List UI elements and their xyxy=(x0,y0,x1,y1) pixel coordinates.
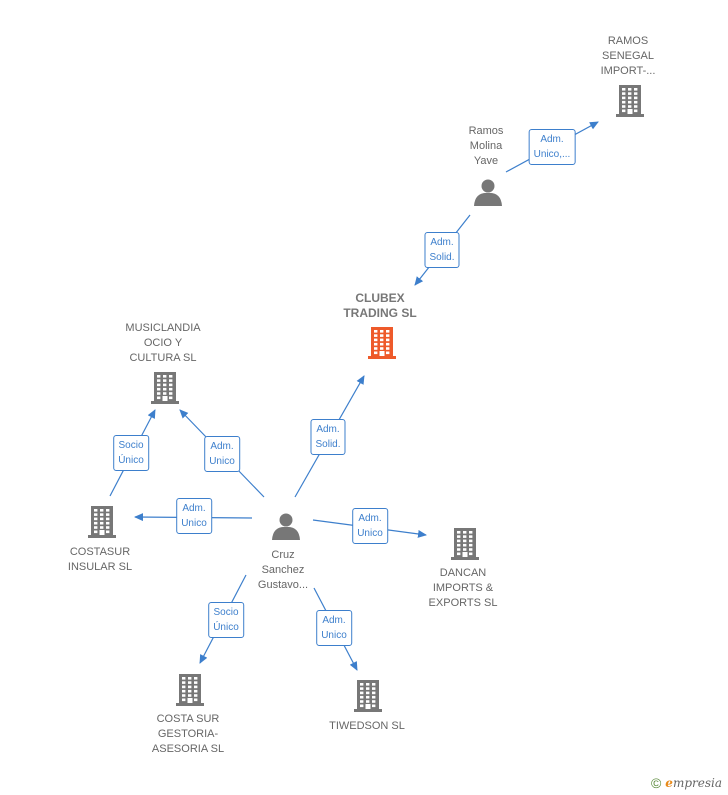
node-label-musiclandia[interactable]: MUSICLANDIA OCIO Y CULTURA SL xyxy=(125,322,201,364)
person-icon[interactable] xyxy=(474,179,502,207)
edge-label-cruz_sanchez-to-dancan[interactable]: Adm. Unico xyxy=(352,508,388,544)
edge-label-ramos_molina-to-ramos_senegal[interactable]: Adm. Unico,... xyxy=(528,129,576,165)
edge-label-cruz_sanchez-to-tiwedson[interactable]: Adm. Unico xyxy=(316,610,352,646)
node-label-costa-sur-gestoria[interactable]: COSTA SUR GESTORIA- ASESORIA SL xyxy=(151,713,225,755)
node-label-costasur-insular[interactable]: COSTASUR INSULAR SL xyxy=(67,546,133,573)
copyright-icon: © xyxy=(650,775,662,791)
building-icon[interactable] xyxy=(354,680,382,712)
node-label-cruz-sanchez[interactable]: Cruz Sanchez Gustavo... xyxy=(257,549,309,591)
node-label-ramos-senegal[interactable]: RAMOS SENEGAL IMPORT-... xyxy=(600,35,656,77)
person-icon[interactable] xyxy=(272,513,300,541)
building-icon[interactable] xyxy=(88,506,116,538)
node-label-tiwedson[interactable]: TIWEDSON SL xyxy=(329,720,405,732)
building-icon[interactable] xyxy=(151,372,179,404)
node-label-ramos-molina[interactable]: Ramos Molina Yave xyxy=(468,125,504,167)
building-icon[interactable] xyxy=(368,327,396,359)
edge-label-cruz_sanchez-to-costasur_insular[interactable]: Adm. Unico xyxy=(176,498,212,534)
edge-label-cruz_sanchez-to-clubex[interactable]: Adm. Solid. xyxy=(310,419,346,455)
building-icon[interactable] xyxy=(176,674,204,706)
edge-label-cruz_sanchez-to-costa_sur_gestoria[interactable]: Socio Único xyxy=(208,602,244,638)
edge-label-ramos_molina-to-clubex[interactable]: Adm. Solid. xyxy=(424,232,460,268)
footer-brand: © empresia xyxy=(651,775,722,791)
building-icon[interactable] xyxy=(616,85,644,117)
brand-name: empresia xyxy=(665,776,722,790)
node-label-clubex[interactable]: CLUBEX TRADING SL xyxy=(343,291,417,320)
node-label-dancan[interactable]: DANCAN IMPORTS & EXPORTS SL xyxy=(428,567,498,609)
edge-label-cruz_sanchez-to-musiclandia[interactable]: Adm. Unico xyxy=(204,436,240,472)
building-icon[interactable] xyxy=(451,528,479,560)
edge-label-costasur_insular-to-musiclandia[interactable]: Socio Único xyxy=(113,435,149,471)
